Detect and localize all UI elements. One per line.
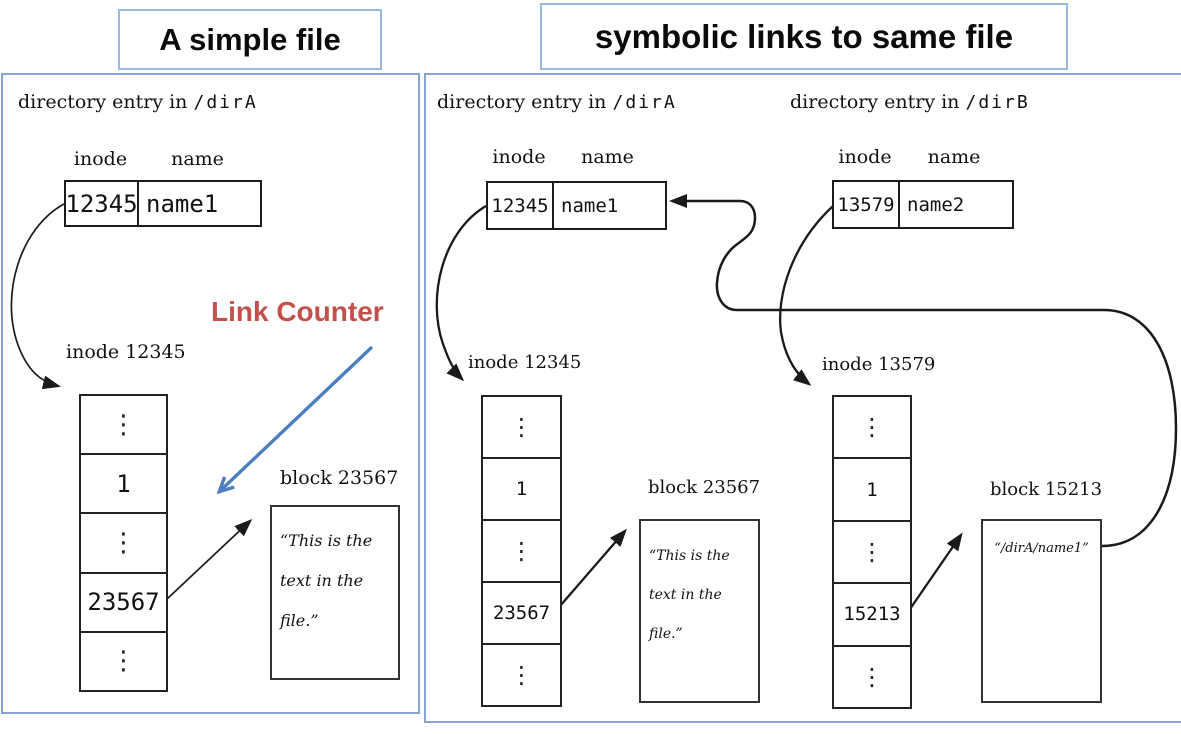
symlink-target-path: “/dirA/name1” <box>994 541 1089 556</box>
left-inode-to-block-arrow <box>166 518 253 600</box>
inode-box-label: inode 12345 <box>66 341 186 363</box>
file-name-cell: name2 <box>907 193 965 216</box>
block-pointer-field: 15213 <box>834 582 910 644</box>
inode-field-ellipsis: ⋮ <box>860 413 884 442</box>
inode-field-ellipsis: ⋮ <box>509 413 534 441</box>
dir-entry-prefix: directory entry in <box>18 91 188 113</box>
inode-field-ellipsis: ⋮ <box>483 643 560 705</box>
block-pointer-field: 23567 <box>483 581 560 643</box>
inode-field-ellipsis: ⋮ <box>834 519 910 582</box>
inode-number-cell: 12345 <box>65 182 139 225</box>
left-title: A simple file <box>118 9 382 70</box>
file-name-cell: name1 <box>561 194 619 217</box>
link-count-field: 1 <box>483 457 560 519</box>
block-text-line: text in the <box>280 571 364 590</box>
simple-file-panel <box>1 73 420 714</box>
dirb-entry-label: directory entry in /dirB <box>790 91 1030 113</box>
inode-column-header: inode <box>73 148 128 170</box>
right-title: symbolic links to same file <box>540 3 1068 70</box>
block-label: block 23567 <box>648 477 761 498</box>
inode13579-to-block-arrow <box>909 532 963 610</box>
dir-entry-prefix: directory entry in <box>437 91 607 113</box>
dir-entry-prefix: directory entry in <box>790 91 960 113</box>
inode-field-ellipsis: ⋮ <box>834 644 910 707</box>
block-text-line: “This is the <box>280 531 373 550</box>
inode-field-ellipsis: ⋮ <box>81 512 166 571</box>
dira-entry-label: directory entry in /dirA <box>437 91 677 113</box>
block-label: block 15213 <box>990 479 1103 500</box>
block-label: block 23567 <box>280 467 399 489</box>
left-title-text: A simple file <box>159 21 341 57</box>
right-title-text: symbolic links to same file <box>594 17 1014 55</box>
inode12345-to-block-arrow <box>559 528 627 607</box>
left-dir-entry-label: directory entry in /dirA <box>18 91 258 113</box>
inode-13579-structure: ⋮ 1 ⋮ 15213 ⋮ <box>832 395 912 709</box>
data-block-23567: “This is the text in the file.” <box>270 505 400 680</box>
inode-field-ellipsis: ⋮ <box>110 409 137 440</box>
link-counter-annotation: Link Counter <box>211 296 384 327</box>
inode-field-ellipsis: ⋮ <box>81 630 166 690</box>
inode-box-label: inode 12345 <box>468 352 582 373</box>
data-block-23567: “This is the text in the file.” <box>639 519 760 703</box>
symlink-block-15213: “/dirA/name1” <box>981 519 1102 703</box>
block-text-line: “This is the <box>649 548 730 564</box>
link-counter-arrow <box>220 345 374 491</box>
inode-12345-structure: ⋮ 1 ⋮ 23567 ⋮ <box>79 394 168 692</box>
block-pointer-field: 23567 <box>81 571 166 631</box>
inode-number-cell: 12345 <box>488 183 554 228</box>
block-text-line: file.” <box>280 611 319 630</box>
inode-field-ellipsis: ⋮ <box>483 519 560 581</box>
dir-entry-path: /dirA <box>193 92 258 113</box>
symbolic-links-panel <box>424 73 1181 723</box>
dira-directory-entry-table: 12345 name1 <box>486 181 667 230</box>
name-column-header: name <box>927 146 981 168</box>
dirb-directory-entry-table: 13579 name2 <box>832 180 1014 229</box>
name-column-header: name <box>171 148 224 170</box>
link-count-field: 1 <box>834 457 910 519</box>
name-column-header: name <box>581 146 634 168</box>
inode-column-header: inode <box>492 146 546 168</box>
block-text-line: file.” <box>649 626 683 642</box>
dir-entry-path: /dirB <box>965 92 1030 113</box>
dira-entry-to-inode-arrow <box>435 205 487 382</box>
file-name-cell: name1 <box>146 189 219 218</box>
symlink-content-to-name1-arrow <box>669 194 1178 548</box>
inode-12345-structure: ⋮ 1 ⋮ 23567 ⋮ <box>481 395 562 707</box>
dir-entry-path: /dirA <box>612 92 677 113</box>
inode-number-cell: 13579 <box>834 182 900 227</box>
inode-column-header: inode <box>838 146 892 168</box>
link-count-field: 1 <box>81 453 166 512</box>
left-directory-entry-table: 12345 name1 <box>64 180 262 227</box>
block-text-line: text in the <box>649 587 722 603</box>
left-entry-to-inode-arrow <box>10 203 65 390</box>
dirb-entry-to-inode-arrow <box>779 205 834 386</box>
inode-box-label: inode 13579 <box>822 354 936 375</box>
